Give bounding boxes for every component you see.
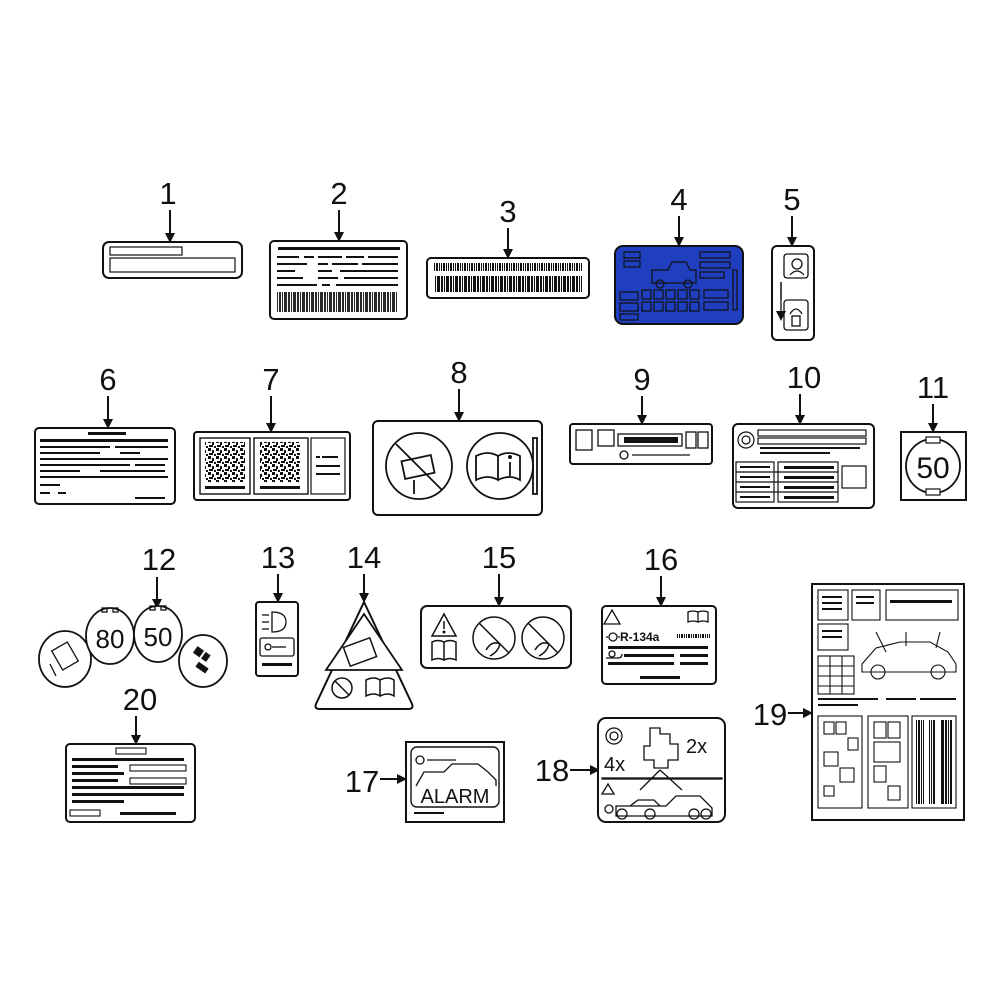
multiplier-2x-text: 2x <box>686 736 707 758</box>
part-10-label[interactable]: 10 <box>732 360 875 509</box>
callout-13: 13 <box>261 540 295 575</box>
callout-20: 20 <box>123 682 157 717</box>
part-16-label[interactable]: 16 R-134a <box>601 542 717 685</box>
part-18-label[interactable]: 18 4x 2x <box>535 717 726 823</box>
callout-3: 3 <box>499 194 516 229</box>
callout-12: 12 <box>142 542 176 577</box>
part-1-label[interactable]: 1 <box>102 176 243 279</box>
part-15-label[interactable]: 15 <box>420 540 572 669</box>
refrigerant-text: R-134a <box>620 630 660 644</box>
speed-limit-50-text: 50 <box>916 452 949 485</box>
callout-4: 4 <box>670 182 687 217</box>
part-4-label-highlighted[interactable]: 4 <box>614 182 744 325</box>
callout-14: 14 <box>347 540 381 575</box>
callout-11: 11 <box>917 370 949 405</box>
part-12-label-set[interactable]: 12 80 50 <box>38 542 228 688</box>
part-2-label[interactable]: 2 <box>269 176 408 320</box>
part-6-label[interactable]: 6 <box>34 362 176 505</box>
part-17-label[interactable]: 17 ALARM <box>345 741 505 823</box>
part-7-label[interactable]: 7 <box>193 362 351 501</box>
callout-18: 18 <box>535 753 569 788</box>
alarm-text: ALARM <box>421 786 490 808</box>
speed-80-text: 80 <box>96 624 125 654</box>
part-19-label[interactable]: 19 <box>753 583 965 821</box>
multiplier-4x-text: 4x <box>604 754 625 776</box>
callout-10: 10 <box>787 360 821 395</box>
part-5-label[interactable]: 5 <box>771 182 815 341</box>
callout-1: 1 <box>159 176 176 211</box>
callout-16: 16 <box>644 542 678 577</box>
callout-15: 15 <box>482 540 516 575</box>
part-3-label[interactable]: 3 <box>426 194 590 299</box>
callout-7: 7 <box>262 362 279 397</box>
part-11-label[interactable]: 11 50 <box>900 370 967 501</box>
part-9-label[interactable]: 9 <box>569 362 713 465</box>
callout-5: 5 <box>783 182 800 217</box>
part-8-label[interactable]: 8 <box>372 355 543 516</box>
part-13-label[interactable]: 13 <box>255 540 299 677</box>
part-20-label[interactable]: 20 <box>65 682 196 823</box>
callout-9: 9 <box>633 362 650 397</box>
callout-17: 17 <box>345 764 379 799</box>
callout-8: 8 <box>450 355 467 390</box>
callout-6: 6 <box>99 362 116 397</box>
part-14-label[interactable]: 14 <box>314 540 414 710</box>
speed-50-text: 50 <box>144 622 173 652</box>
callout-19: 19 <box>753 697 787 732</box>
callout-2: 2 <box>330 176 347 211</box>
